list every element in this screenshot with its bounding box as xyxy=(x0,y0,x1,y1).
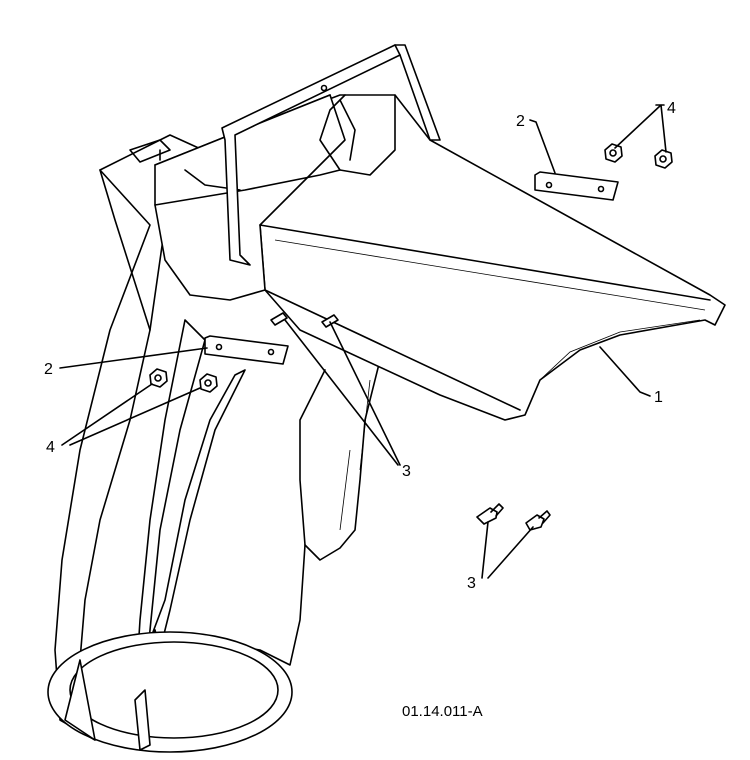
nut-plate-lower xyxy=(204,335,289,365)
callout-3-lower: 3 xyxy=(467,575,476,592)
bolts-installed xyxy=(270,312,339,328)
callout-4-lower: 4 xyxy=(46,439,55,456)
nut-plate-upper xyxy=(534,171,619,201)
deflector-spout xyxy=(154,94,726,421)
handle-bracket xyxy=(221,44,441,266)
callout-1: 1 xyxy=(654,389,663,406)
nuts-upper xyxy=(604,143,673,169)
leader-lines xyxy=(59,104,667,579)
nut xyxy=(654,149,673,169)
nut xyxy=(199,373,218,393)
callout-2-upper: 2 xyxy=(516,113,525,130)
callout-3-upper: 3 xyxy=(402,463,411,480)
callouts: 1 2 2 3 3 4 4 xyxy=(44,100,676,592)
bolts-loose xyxy=(476,503,551,531)
nuts-lower xyxy=(149,368,218,393)
chute-base-ring xyxy=(47,631,293,753)
callout-2-lower: 2 xyxy=(44,361,53,378)
callout-4-upper: 4 xyxy=(667,100,676,117)
nut xyxy=(604,143,623,163)
drawing-reference-code: 01.14.011-A xyxy=(402,703,483,720)
bolt xyxy=(476,503,504,525)
bolt xyxy=(525,510,551,531)
